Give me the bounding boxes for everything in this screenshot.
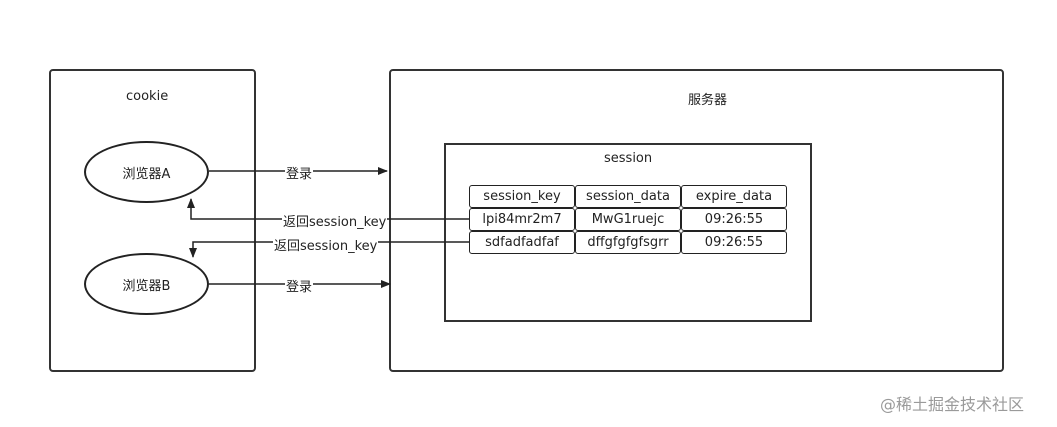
browser-a-node: 浏览器A [84,141,209,203]
login-a-label: 登录 [285,163,314,182]
login-b-label: 登录 [285,276,314,295]
row1-expire-data: 09:26:55 [681,208,787,231]
cookie-container [49,69,256,372]
server-title: 服务器 [688,93,728,108]
browser-b-label: 浏览器B [122,278,171,294]
return-a-label: 返回session_key [282,211,388,230]
row1-session-key: lpi84mr2m7 [469,208,575,231]
cookie-title: cookie [126,89,169,104]
row2-session-data: dffgfgfgfsgrr [575,231,681,254]
session-title: session [604,151,653,166]
browser-a-label: 浏览器A [122,166,171,182]
header-session-key: session_key [469,185,575,208]
header-expire-data: expire_data [681,185,787,208]
browser-b-node: 浏览器B [84,253,209,315]
return-b-label: 返回session_key [273,235,379,254]
row2-expire-data: 09:26:55 [681,231,787,254]
watermark: @稀土掘金技术社区 [880,395,1025,414]
header-session-data: session_data [575,185,681,208]
row1-session-data: MwG1ruejc [575,208,681,231]
row2-session-key: sdfadfadfaf [469,231,575,254]
